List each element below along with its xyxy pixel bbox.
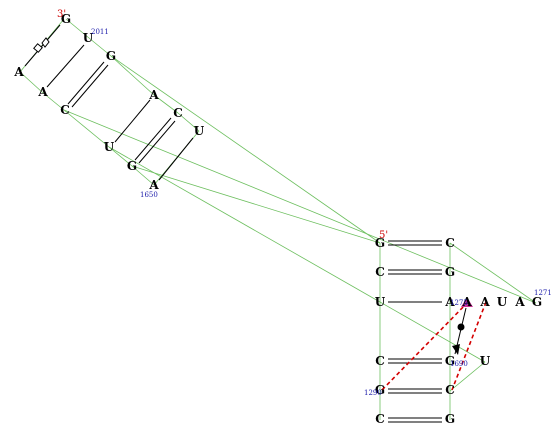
nt-a-1275: A bbox=[461, 295, 472, 309]
nt-u-row3: U bbox=[497, 295, 508, 309]
backbone-segment bbox=[153, 94, 179, 114]
backbone-segment bbox=[41, 91, 65, 111]
backbone-segment bbox=[449, 242, 537, 304]
nt-a-upper-left: A bbox=[13, 65, 24, 79]
backbone-segment bbox=[19, 71, 43, 93]
number-2011-label: 2011 bbox=[91, 28, 109, 36]
nt-u-row3-left: U bbox=[375, 295, 386, 309]
highlight-triangle-marker bbox=[461, 297, 473, 307]
base-pair-double-line bbox=[71, 64, 109, 108]
backbone-segment bbox=[108, 146, 133, 167]
nt-a-upper-mid: A bbox=[37, 85, 48, 99]
nt-c-row1-right: C bbox=[445, 236, 455, 250]
base-pair-line bbox=[46, 44, 85, 88]
nt-a-1650: A bbox=[148, 178, 159, 192]
nt-c-row4-left: C bbox=[375, 354, 385, 368]
backbone-long-link bbox=[110, 55, 381, 244]
nt-c-row6-left: C bbox=[375, 412, 385, 426]
non-canonical-pair-line bbox=[24, 24, 61, 67]
arrow-head bbox=[452, 344, 460, 355]
nt-g-5prime: G bbox=[375, 236, 385, 250]
backbone-segment bbox=[449, 361, 486, 392]
nt-g-row4-right: G bbox=[445, 354, 455, 368]
nt-a-row3-d: A bbox=[514, 295, 525, 309]
base-pair-lines bbox=[24, 24, 442, 423]
diamond-symbol bbox=[41, 37, 50, 48]
nt-a-row3-c: A bbox=[479, 295, 490, 309]
base-pair-double-line bbox=[67, 61, 105, 105]
number-1290-label: 1290 bbox=[364, 389, 382, 397]
backbone-segment bbox=[110, 55, 155, 96]
backbone-segment bbox=[379, 301, 486, 363]
number-1275-label: 1275 bbox=[450, 299, 468, 307]
nt-g-3prime: G bbox=[61, 12, 71, 26]
backbone-segment bbox=[131, 165, 155, 186]
nt-u-upper-u3: U bbox=[104, 140, 115, 154]
tertiary-dashed-line bbox=[451, 301, 487, 391]
backbone-long-link bbox=[63, 109, 537, 304]
interaction-dot bbox=[457, 323, 465, 331]
nt-c-upper-c2: C bbox=[173, 106, 183, 120]
base-pair-line bbox=[114, 99, 151, 143]
nt-g-1271: G bbox=[532, 295, 542, 309]
tertiary-interactions bbox=[381, 301, 487, 391]
backbone-segment bbox=[88, 37, 112, 57]
base-pair-double-line bbox=[134, 117, 172, 161]
nt-g-1290: G bbox=[375, 383, 385, 397]
nt-c-upper-mid: C bbox=[60, 103, 70, 117]
nt-g-upper-g2: G bbox=[127, 159, 137, 173]
number-1271-label: 1271 bbox=[534, 289, 552, 297]
nt-g-row6-right: G bbox=[445, 412, 455, 426]
nt-g-upper-right: G bbox=[106, 49, 116, 63]
backbone-segment bbox=[177, 112, 200, 132]
nt-c-row5-right: C bbox=[445, 383, 455, 397]
nt-g-row2-right: G bbox=[445, 265, 455, 279]
square-symbol bbox=[33, 43, 43, 53]
nt-u-upper-u2: U bbox=[194, 124, 205, 138]
base-pair-double-line bbox=[138, 120, 176, 164]
three-prime-end-label: 3' bbox=[57, 9, 66, 20]
five-prime-end-label: 5' bbox=[379, 230, 388, 241]
backbone-segment bbox=[63, 109, 110, 148]
number-1650-label: 1650 bbox=[140, 191, 158, 199]
backbone-long-link bbox=[131, 165, 381, 244]
base-pair-line bbox=[158, 137, 194, 181]
nt-u-2011: U bbox=[83, 31, 94, 45]
nt-u-bulge: U bbox=[480, 354, 491, 368]
backbone-segment bbox=[65, 18, 90, 39]
nt-a-upper-a2: A bbox=[148, 88, 159, 102]
nt-a-row3: A bbox=[444, 295, 455, 309]
number-1690-label: 1690 bbox=[450, 360, 468, 368]
nt-c-row2-left: C bbox=[375, 265, 385, 279]
